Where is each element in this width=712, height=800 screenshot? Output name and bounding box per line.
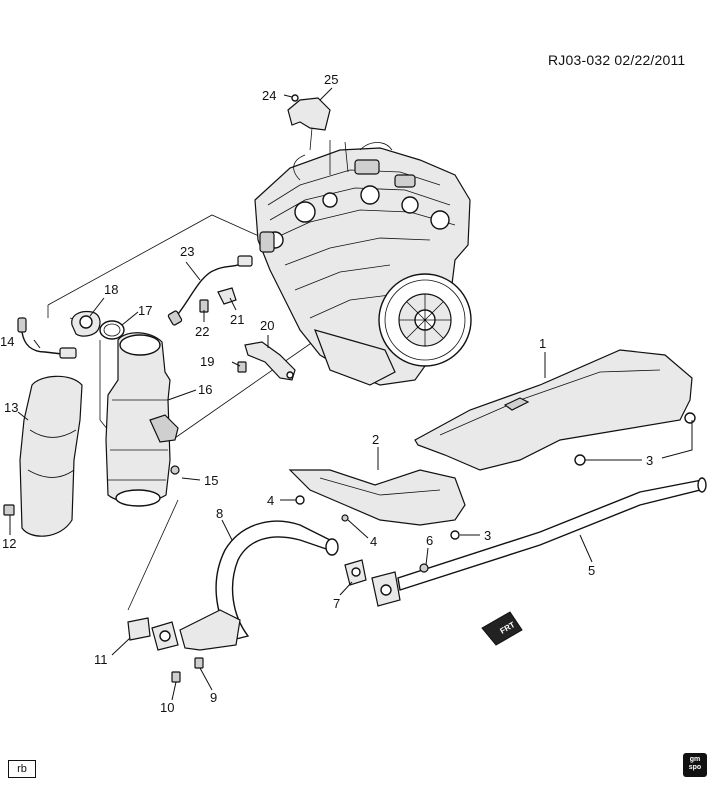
callout-14: 14 bbox=[0, 334, 14, 349]
gm-logo-top: gm bbox=[689, 756, 701, 763]
callout-15: 15 bbox=[204, 473, 218, 488]
callout-22: 22 bbox=[195, 324, 209, 339]
catalytic-converter bbox=[105, 332, 179, 507]
callout-3b: 3 bbox=[484, 528, 491, 543]
callout-25: 25 bbox=[324, 72, 338, 87]
clip-3a bbox=[574, 454, 586, 466]
clip-4a bbox=[295, 495, 305, 505]
callout-8: 8 bbox=[216, 506, 223, 521]
callout-7: 7 bbox=[333, 596, 340, 611]
oxygen-sensor-lower bbox=[17, 317, 77, 359]
gm-logo-bottom: spo bbox=[688, 764, 702, 771]
clip-3b bbox=[684, 412, 696, 424]
rb-box: rb bbox=[8, 760, 36, 778]
oxygen-sensor-upper bbox=[167, 255, 253, 326]
callout-13: 13 bbox=[4, 400, 18, 415]
pipe-heat-shield bbox=[288, 469, 466, 526]
callout-1: 1 bbox=[539, 336, 546, 351]
callout-5: 5 bbox=[588, 563, 595, 578]
callout-24: 24 bbox=[262, 88, 276, 103]
callout-17: 17 bbox=[138, 303, 152, 318]
callout-4a: 4 bbox=[267, 493, 274, 508]
front-direction-arrow: FRT bbox=[481, 611, 523, 646]
engine-lift-bracket bbox=[287, 94, 331, 151]
callout-19: 19 bbox=[200, 354, 214, 369]
callout-leaders bbox=[9, 87, 693, 701]
callout-10: 10 bbox=[160, 700, 174, 715]
callout-2: 2 bbox=[372, 432, 379, 447]
gm-spo-logo: gm spo bbox=[683, 753, 707, 777]
nut-15 bbox=[170, 465, 180, 475]
callout-11: 11 bbox=[94, 652, 108, 667]
clip-3c bbox=[450, 530, 460, 540]
callout-18: 18 bbox=[104, 282, 118, 297]
exhaust-bracket bbox=[244, 341, 296, 381]
callout-12: 12 bbox=[2, 536, 16, 551]
callout-9: 9 bbox=[210, 690, 217, 705]
callout-3a: 3 bbox=[646, 453, 653, 468]
callout-20: 20 bbox=[260, 318, 274, 333]
muffler-heat-shield bbox=[414, 349, 693, 471]
engine-assembly bbox=[254, 140, 472, 386]
diagram-code-date: RJ03-032 02/22/2011 bbox=[548, 52, 686, 68]
callout-labels: 1 2 3 3 4 4 5 6 7 8 9 10 11 12 13 14 15 … bbox=[0, 72, 653, 715]
bolt-12 bbox=[3, 504, 15, 516]
gasket-11 bbox=[127, 617, 151, 641]
bolt-19 bbox=[237, 361, 247, 373]
rear-flange-gaskets bbox=[344, 559, 429, 607]
clip-4b bbox=[341, 514, 349, 522]
callout-4b: 4 bbox=[370, 534, 377, 549]
pipe-flange bbox=[151, 621, 204, 683]
intermediate-pipe bbox=[179, 520, 339, 651]
callout-16: 16 bbox=[198, 382, 212, 397]
converter-heat-shield bbox=[19, 375, 83, 537]
manifold-gaskets bbox=[71, 310, 125, 340]
tail-pipe bbox=[397, 477, 707, 591]
callout-6: 6 bbox=[426, 533, 433, 548]
callout-21: 21 bbox=[230, 312, 244, 327]
callout-23: 23 bbox=[180, 244, 194, 259]
